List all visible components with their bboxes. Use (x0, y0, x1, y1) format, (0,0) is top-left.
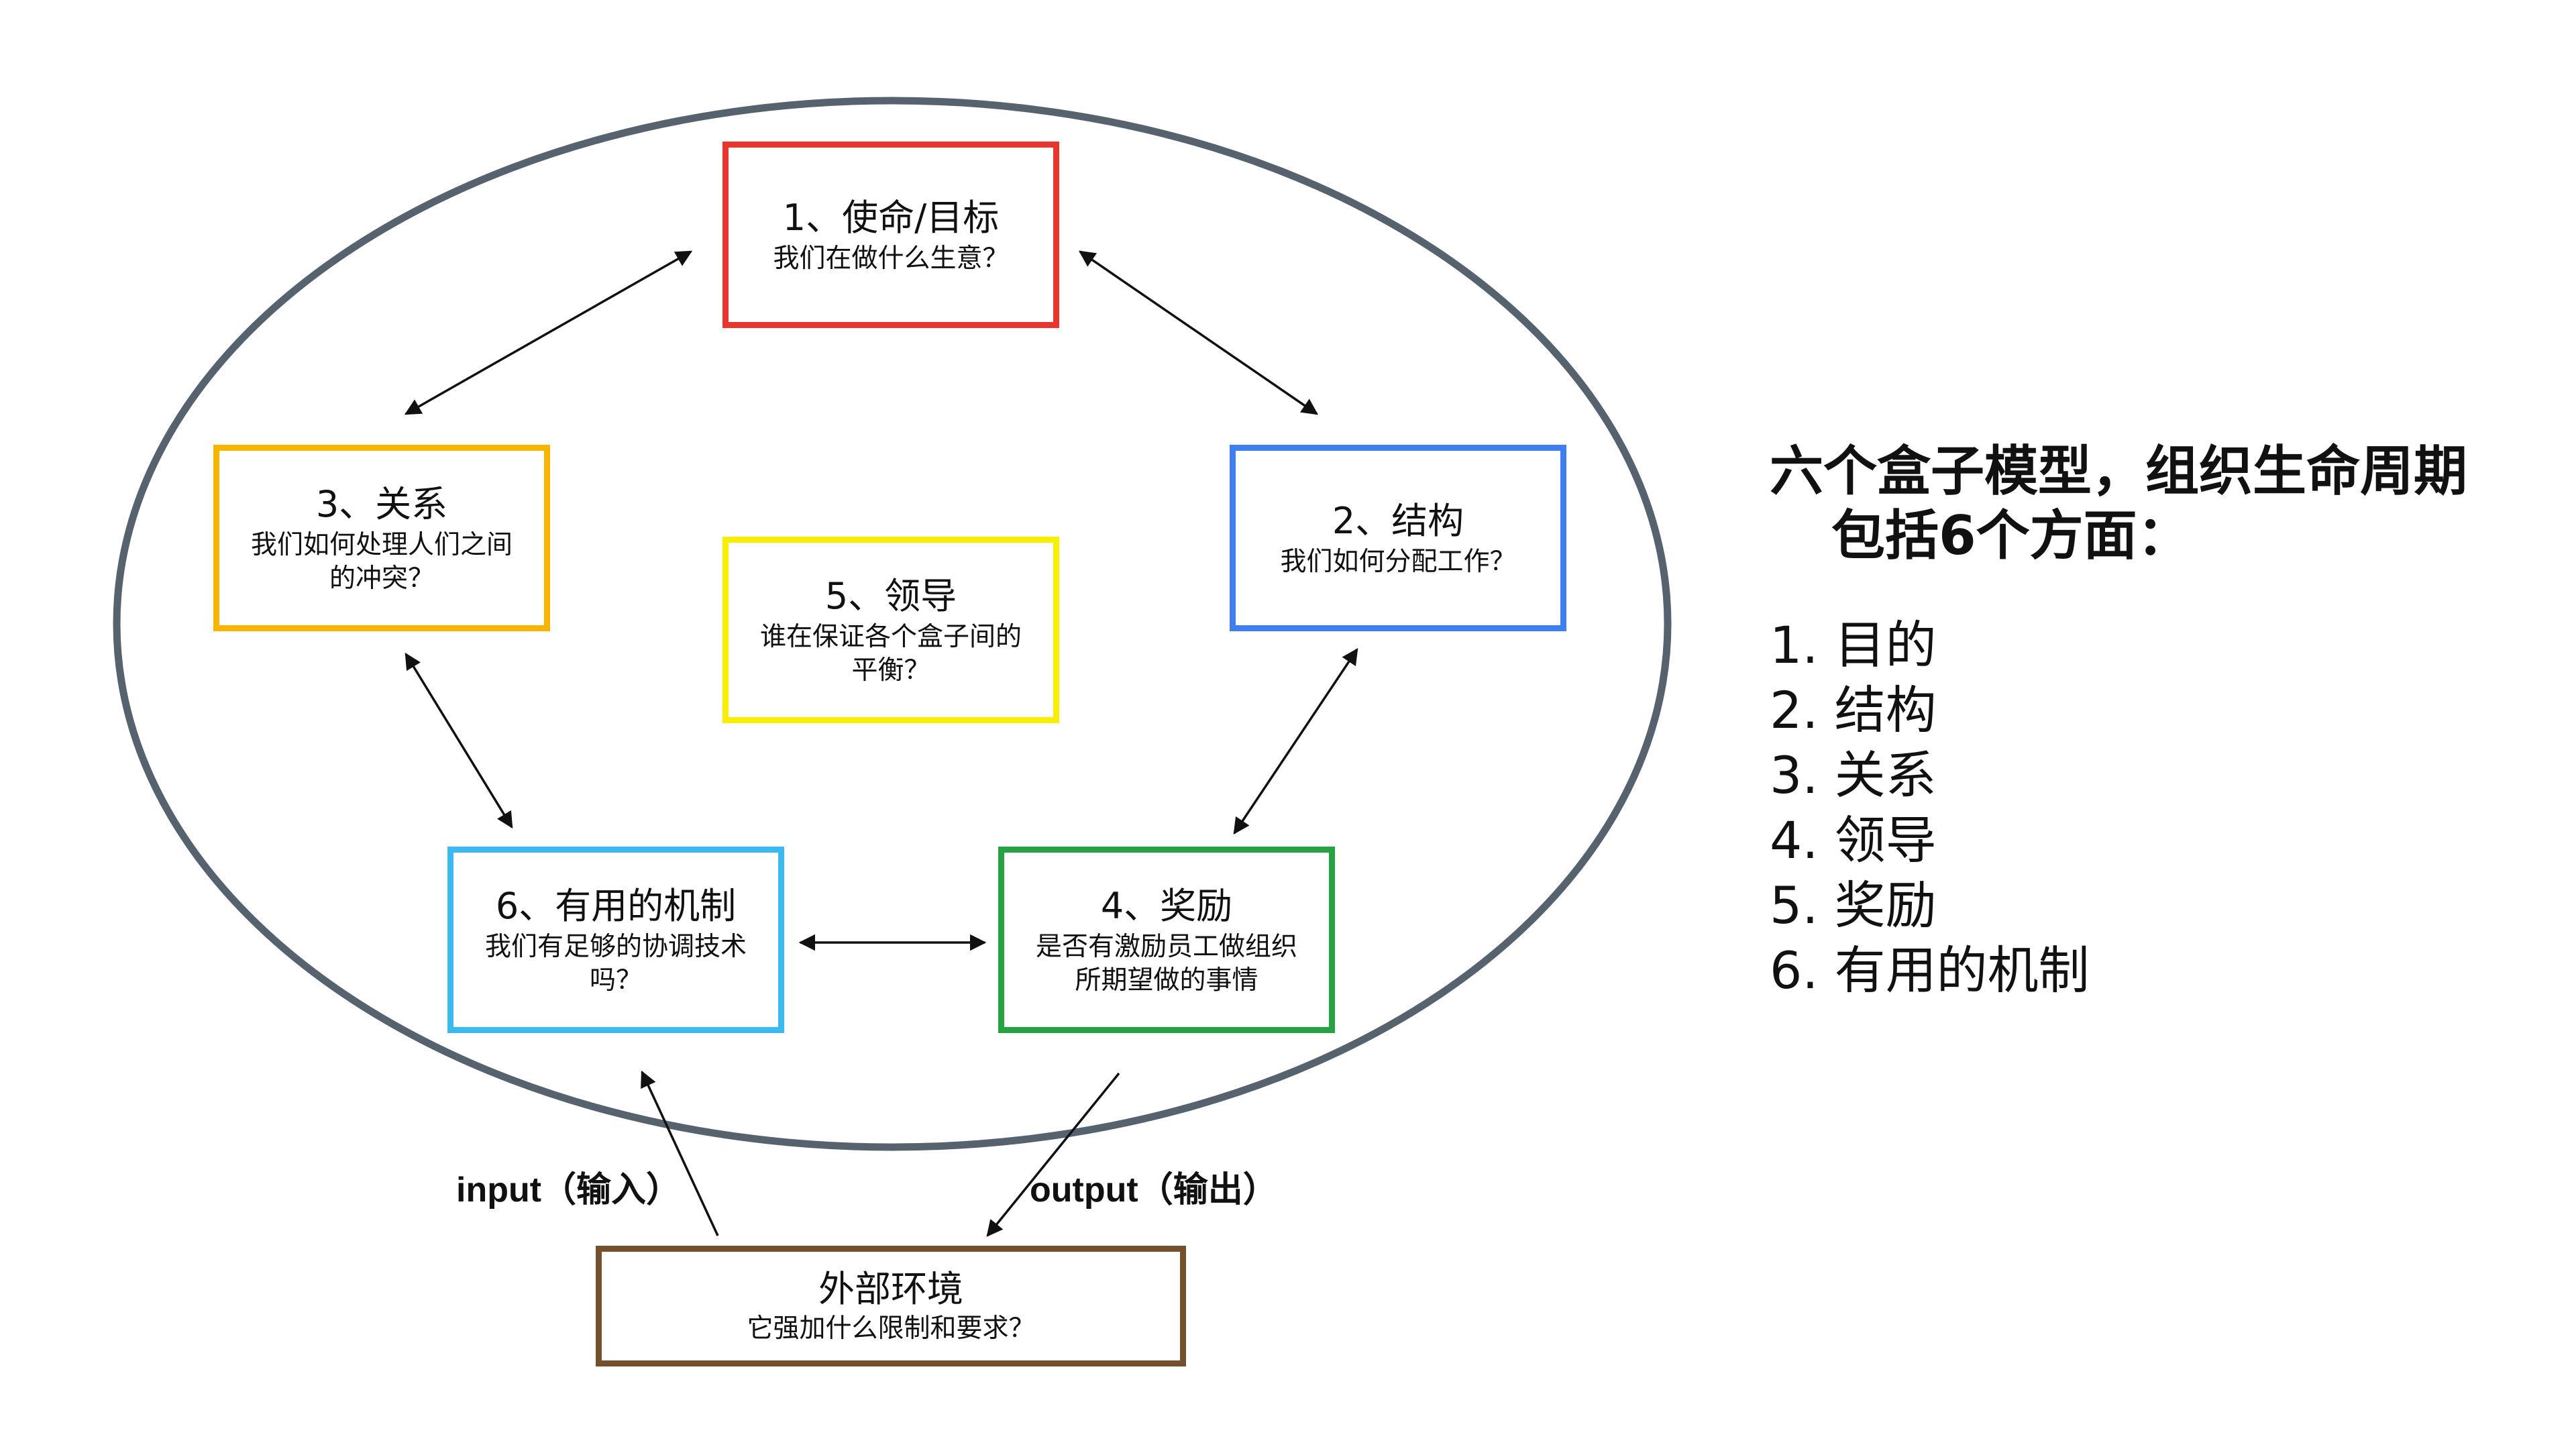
output-label: output（输出） (1030, 1171, 1278, 1210)
box-rewards-subtitle-line2: 所期望做的事情 (1075, 965, 1258, 996)
list-item: 4. 领导 (1770, 810, 1937, 870)
box-mission-subtitle-line1: 我们在做什么生意？ (773, 244, 1009, 274)
box-mechanisms-subtitle-line2: 吗？ (589, 965, 642, 996)
box-mission-title: 1、使命/目标 (782, 197, 1000, 239)
organization-ellipse (113, 97, 1672, 1151)
box-rewards-title: 4、奖励 (1100, 885, 1233, 927)
box-relations: 3、关系 我们如何处理人们之间 的冲突？ (213, 445, 550, 631)
box-environment-subtitle-line1: 它强加什么限制和要求？ (747, 1313, 1035, 1344)
arrow-output (986, 1072, 1120, 1237)
box-relations-subtitle-line1: 我们如何处理人们之间 (250, 530, 513, 560)
list-item: 3. 关系 (1770, 745, 1937, 805)
box-structure-subtitle-line1: 我们如何分配工作？ (1280, 547, 1516, 577)
input-label: input（输入） (456, 1171, 682, 1210)
side-panel-title-line1: 六个盒子模型，组织生命周期 (1770, 440, 2467, 502)
side-panel: 六个盒子模型，组织生命周期 包括6个方面： 1. 目的 2. 结构 3. 关系 … (1770, 439, 2541, 1003)
arrow-structure-rewards (1233, 647, 1358, 835)
box-structure-title: 2、结构 (1332, 500, 1464, 542)
box-environment: 外部环境 它强加什么限制和要求？ (596, 1246, 1186, 1366)
box-mission: 1、使命/目标 我们在做什么生意？ (722, 142, 1059, 328)
box-leadership: 5、领导 谁在保证各个盒子间的 平衡？ (722, 537, 1059, 723)
arrow-relations-mechanisms (405, 652, 513, 829)
list-item: 6. 有用的机制 (1770, 941, 2090, 1000)
list-item: 1. 目的 (1770, 615, 1937, 675)
box-leadership-subtitle-line1: 谁在保证各个盒子间的 (759, 622, 1022, 652)
box-structure: 2、结构 我们如何分配工作？ (1230, 445, 1566, 631)
side-panel-list: 1. 目的 2. 结构 3. 关系 4. 领导 5. 奖励 6. 有用的机制 (1770, 612, 2541, 1003)
box-leadership-subtitle-line2: 平衡？ (851, 655, 930, 686)
box-rewards-subtitle-line1: 是否有激励员工做组织 (1035, 932, 1297, 962)
box-rewards: 4、奖励 是否有激励员工做组织 所期望做的事情 (998, 847, 1335, 1033)
list-item: 2. 结构 (1770, 680, 1937, 740)
arrow-mission-relations (404, 250, 693, 415)
box-mechanisms: 6、有用的机制 我们有足够的协调技术 吗？ (447, 847, 784, 1033)
box-relations-subtitle-line2: 的冲突？ (329, 564, 434, 594)
list-item: 5. 奖励 (1770, 875, 1937, 935)
box-relations-title: 3、关系 (315, 483, 448, 525)
box-leadership-title: 5、领导 (824, 575, 957, 617)
box-mechanisms-title: 6、有用的机制 (495, 885, 737, 927)
arrow-input (641, 1070, 719, 1236)
side-panel-title: 六个盒子模型，组织生命周期 包括6个方面： (1770, 439, 2541, 568)
arrow-mission-structure (1078, 250, 1319, 415)
box-environment-title: 外部环境 (818, 1268, 963, 1310)
side-panel-title-line2: 包括6个方面： (1831, 504, 2191, 567)
box-mechanisms-subtitle-line1: 我们有足够的协调技术 (484, 932, 747, 962)
